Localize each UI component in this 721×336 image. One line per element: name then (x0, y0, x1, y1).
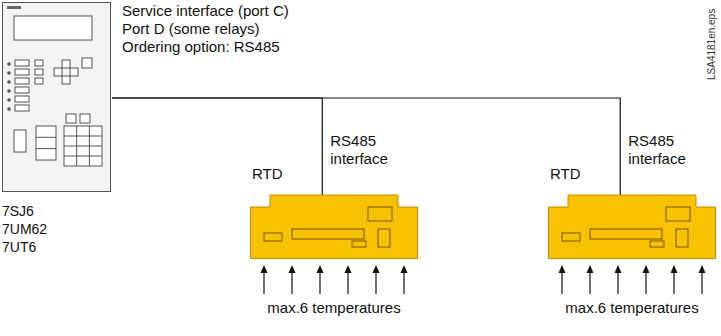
edge-label: RS485 interface (330, 132, 388, 168)
rtd-box: RTD (250, 185, 418, 259)
port-label: Port D (some relays) (122, 20, 260, 38)
rtd-housing (250, 185, 418, 259)
device-type: 7SJ6 7UM62 7UT6 (2, 202, 47, 256)
input-arrow (643, 265, 650, 294)
input-arrow (373, 265, 380, 294)
input-arrow (699, 265, 706, 294)
node-heading: RTD (550, 165, 581, 183)
input-arrow (289, 265, 296, 294)
sensor-note: max.6 temperatures (267, 299, 400, 317)
input-arrow (559, 265, 566, 294)
edge-label: RS485 interface (628, 132, 686, 168)
input-arrow (317, 265, 324, 294)
input-arrow (261, 265, 268, 294)
input-arrow (587, 265, 594, 294)
relay-device: 7SJ6 7UM62 7UT6 (2, 2, 112, 193)
input-arrow (401, 265, 408, 294)
input-arrow (671, 265, 678, 294)
bus-line (112, 98, 620, 195)
input-arrow (345, 265, 352, 294)
node-heading: RTD (252, 165, 283, 183)
input-arrow (615, 265, 622, 294)
sensor-note: max.6 temperatures (565, 299, 698, 317)
port-label: Service interface (port C) (122, 2, 289, 20)
rtd-housing (548, 185, 716, 259)
relay-outline (2, 2, 112, 193)
port-label: Ordering option: RS485 (122, 38, 280, 56)
bus-line (112, 98, 322, 195)
rtd-box: RTD (548, 185, 716, 259)
file-label: LSA4181en.eps (706, 9, 718, 80)
